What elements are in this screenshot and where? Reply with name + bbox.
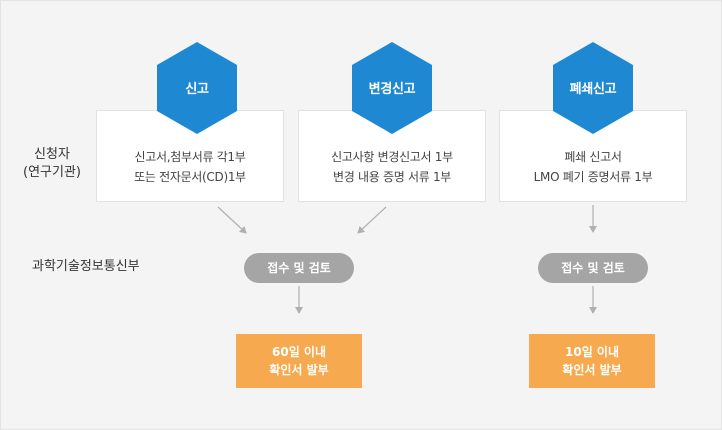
- closure-report-hexagon-label: 폐쇄신고: [569, 82, 617, 97]
- applicant-label-line1: 신청자: [34, 147, 70, 162]
- result-left-line1: 60일 이내: [272, 345, 326, 359]
- report-box-line2: 또는 전자문서(CD)1부: [134, 170, 246, 184]
- change-report-box-line2: 변경 내용 증명 서류 1부: [332, 170, 452, 184]
- result-box-left: 60일 이내 확인서 발부: [236, 334, 362, 388]
- review-pill-left: 접수 및 검토: [244, 253, 354, 283]
- report-hexagon: 신고: [157, 42, 237, 134]
- change-report-hexagon-label: 변경신고: [368, 82, 416, 97]
- change-report-box-line1: 신고사항 변경신고서 1부: [331, 150, 453, 164]
- report-hexagon-label: 신고: [185, 82, 209, 97]
- result-box-right: 10일 이내 확인서 발부: [529, 334, 655, 388]
- report-box-line1: 신고서,첨부서류 각1부: [134, 150, 246, 164]
- applicant-row-label: 신청자 (연구기관): [22, 146, 82, 182]
- applicant-label-line2: (연구기관): [23, 165, 81, 180]
- ministry-row-label: 과학기술정보통신부: [32, 259, 140, 274]
- arrow-change-to-review: [357, 206, 387, 234]
- change-report-hexagon: 변경신고: [352, 42, 432, 134]
- result-right-line2: 확인서 발부: [562, 363, 622, 377]
- hexagon-shape: [352, 42, 432, 134]
- closure-report-box-line2: LMO 폐기 증명서류 1부: [533, 170, 653, 184]
- closure-report-box-line1: 폐쇄 신고서: [564, 150, 622, 164]
- closure-report-box: 폐쇄 신고서 LMO 폐기 증명서류 1부: [499, 110, 687, 202]
- hexagon-shape: [157, 42, 237, 134]
- closure-report-hexagon: 폐쇄신고: [553, 42, 633, 134]
- result-left-line2: 확인서 발부: [269, 363, 329, 377]
- hexagon-shape: [553, 42, 633, 134]
- review-pill-right: 접수 및 검토: [538, 253, 648, 283]
- arrow-report-to-review: [217, 206, 247, 234]
- result-right-line1: 10일 이내: [565, 345, 619, 359]
